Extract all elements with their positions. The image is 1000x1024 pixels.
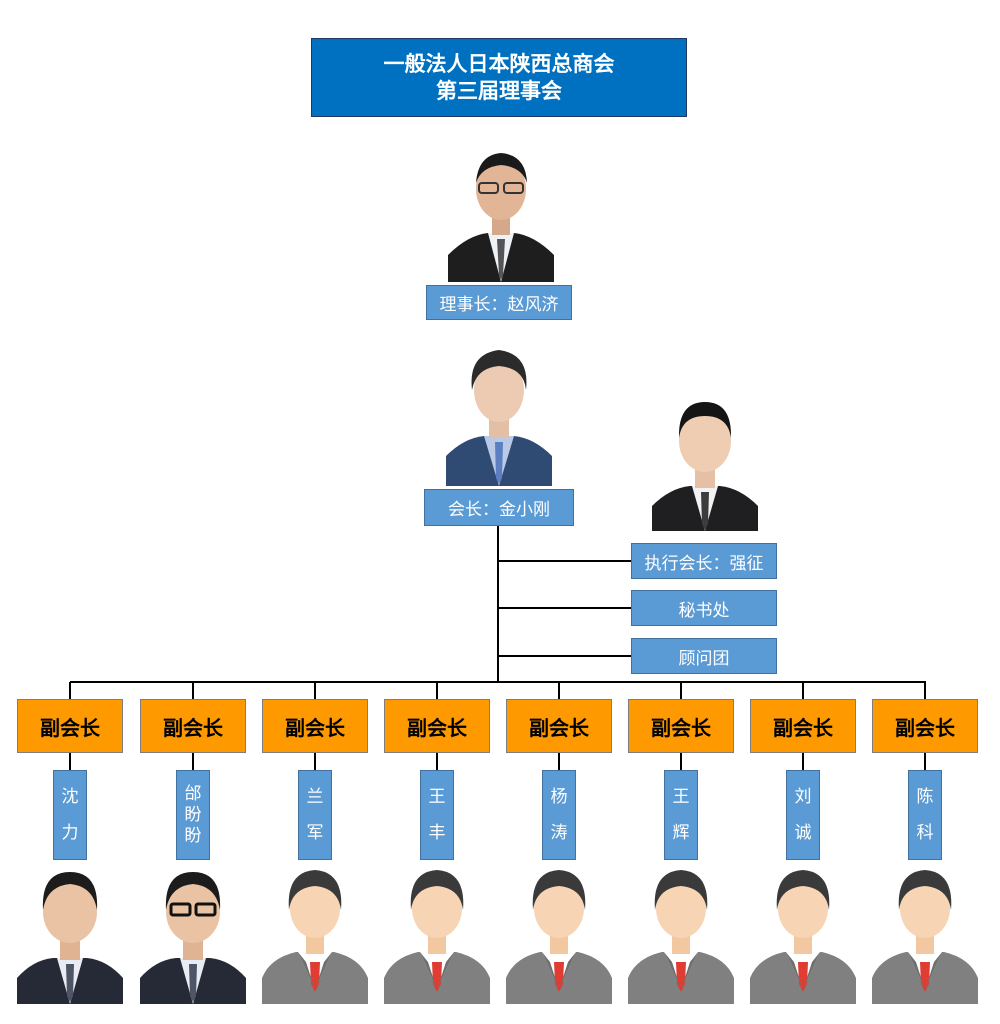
placeholder-avatar-icon [506, 870, 612, 1004]
name-char: 力 [61, 823, 79, 843]
vice-president-title: 副会长 [628, 699, 734, 753]
name-char: 盼 [184, 804, 202, 825]
name-char: 王 [428, 787, 446, 807]
president-photo [446, 346, 552, 486]
name-char: 辉 [672, 823, 690, 843]
name-char: 军 [306, 823, 324, 843]
vice-president-title: 副会长 [750, 699, 856, 753]
vice-president-title: 副会长 [384, 699, 490, 753]
executive-president-photo [652, 396, 758, 531]
chairman-board-label: 理事长：赵风济 [426, 285, 572, 320]
vice-drop-line [69, 682, 71, 699]
vice-drop-line [924, 682, 926, 699]
vice-drop-line [314, 682, 316, 699]
branch-executive-president: 执行会长：强征 [631, 543, 777, 579]
placeholder-avatar-icon [384, 870, 490, 1004]
vice-president-title: 副会长 [140, 699, 246, 753]
vice-name-connector [558, 753, 560, 770]
org-title-line2: 第三届理事会 [436, 78, 562, 103]
vice-president-name: 陈科 [908, 770, 942, 860]
connector-executive [497, 560, 631, 562]
vice-president-name: 沈力 [53, 770, 87, 860]
name-char: 丰 [428, 823, 446, 843]
vice-president-photo-glasses [140, 866, 246, 1004]
placeholder-avatar-icon [262, 870, 368, 1004]
vice-president-title: 副会长 [262, 699, 368, 753]
name-char: 盼 [184, 825, 202, 846]
vice-name-connector [802, 753, 804, 770]
vice-name-connector [69, 753, 71, 770]
name-char: 邰 [184, 783, 202, 804]
vice-name-connector [924, 753, 926, 770]
vice-name-connector [192, 753, 194, 770]
vice-name-connector [314, 753, 316, 770]
vice-president-title: 副会长 [872, 699, 978, 753]
vice-president-name: 邰盼盼 [176, 770, 210, 860]
name-char: 涛 [550, 823, 568, 843]
vice-president-photo [17, 866, 123, 1004]
name-char: 沈 [61, 787, 79, 807]
branch-advisory: 顾问团 [631, 638, 777, 674]
vice-drop-line [802, 682, 804, 699]
president-trunk-line [497, 526, 499, 682]
vice-president-name: 王丰 [420, 770, 454, 860]
president-label: 会长：金小刚 [424, 489, 574, 526]
placeholder-avatar-icon [628, 870, 734, 1004]
name-char: 陈 [916, 787, 934, 807]
chairman-board-photo [448, 147, 554, 282]
vice-president-title: 副会长 [506, 699, 612, 753]
org-title-line1: 一般法人日本陕西总商会 [383, 51, 615, 76]
vice-name-connector [680, 753, 682, 770]
vice-president-title: 副会长 [17, 699, 123, 753]
placeholder-avatar-icon [872, 870, 978, 1004]
org-title-box: 一般法人日本陕西总商会 第三届理事会 [311, 38, 687, 117]
vice-name-connector [436, 753, 438, 770]
vice-president-name: 兰军 [298, 770, 332, 860]
name-char: 兰 [306, 787, 324, 807]
name-char: 王 [672, 787, 690, 807]
vice-president-name: 王辉 [664, 770, 698, 860]
vice-drop-line [680, 682, 682, 699]
name-char: 刘 [794, 787, 812, 807]
vice-president-name: 杨涛 [542, 770, 576, 860]
connector-advisory [497, 655, 631, 657]
vice-president-name: 刘诚 [786, 770, 820, 860]
vice-horizontal-line [70, 681, 926, 683]
branch-secretariat: 秘书处 [631, 590, 777, 626]
name-char: 诚 [794, 823, 812, 843]
name-char: 杨 [550, 787, 568, 807]
vice-drop-line [192, 682, 194, 699]
vice-drop-line [558, 682, 560, 699]
connector-secretariat [497, 607, 631, 609]
name-char: 科 [916, 823, 934, 843]
vice-drop-line [436, 682, 438, 699]
placeholder-avatar-icon [750, 870, 856, 1004]
